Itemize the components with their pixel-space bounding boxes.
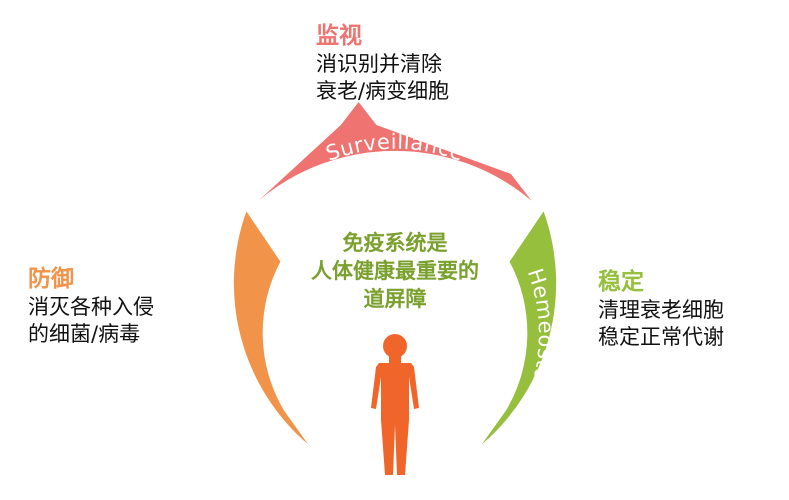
- human-silhouette-icon: [371, 334, 419, 475]
- center-line-3: 道屏障: [363, 287, 427, 312]
- homeostasis-text: 稳定 清理衰老细胞 稳定正常代谢: [598, 268, 724, 351]
- center-line-2: 人体健康最重要的: [311, 259, 479, 284]
- defence-line-2: 的细菌/病毒: [28, 322, 141, 347]
- homeostasis-segment: [481, 211, 557, 445]
- center-line-1: 免疫系统是: [342, 231, 448, 255]
- surveillance-line-1: 消识别并清除: [316, 52, 442, 77]
- surveillance-text: 监视 消识别并清除 衰老/病变细胞: [316, 22, 449, 105]
- homeostasis-heading: 稳定: [598, 269, 644, 295]
- defence-text: 防御 消灭各种入侵 的细菌/病毒: [28, 265, 154, 348]
- homeostasis-line-1: 清理衰老细胞: [598, 298, 724, 323]
- defence-line-1: 消灭各种入侵: [28, 295, 154, 320]
- center-message: 免疫系统是 人体健康最重要的 道屏障: [284, 229, 506, 313]
- surveillance-heading: 监视: [316, 23, 362, 49]
- surveillance-line-2: 衰老/病变细胞: [316, 79, 450, 104]
- defence-segment: [233, 211, 309, 445]
- surveillance-segment: [258, 102, 532, 201]
- homeostasis-line-2: 稳定正常代谢: [598, 325, 724, 350]
- defence-heading: 防御: [28, 266, 74, 292]
